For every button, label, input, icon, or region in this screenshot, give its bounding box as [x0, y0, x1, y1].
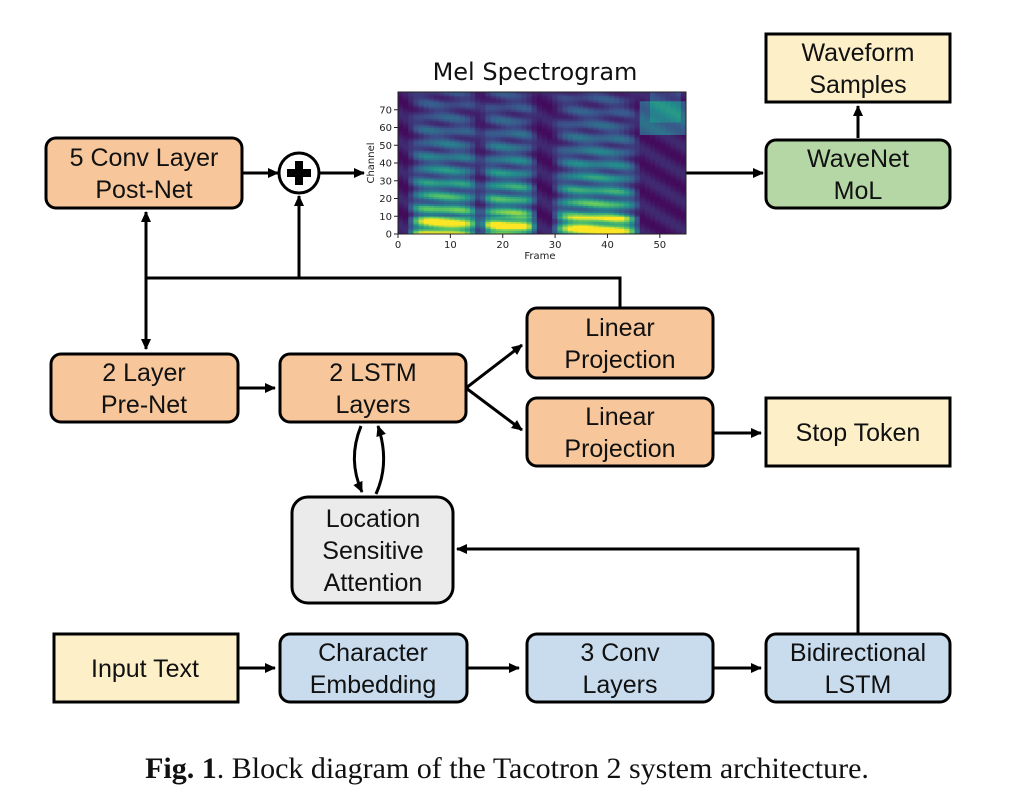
spectrogram-xtick-label: 50 [653, 240, 666, 251]
block-bilstm: Bidirectional LSTM [764, 632, 952, 704]
spectrogram-ylabel: Channel [366, 142, 377, 183]
block-prenet: 2 Layer Pre-Net [49, 352, 240, 424]
caption-text: . Block diagram of the Tacotron 2 system… [216, 752, 869, 785]
block-conv3-line2: Layers [582, 671, 657, 699]
block-prenet-line1: 2 Layer [102, 359, 185, 387]
caption-label: Fig. 1 [145, 752, 217, 785]
spectrogram-title: Mel Spectrogram [433, 58, 638, 86]
block-wavenet-line2: MoL [834, 177, 883, 205]
block-input-text: Input Text [52, 632, 240, 704]
spectrogram-xlabel: Frame [524, 251, 555, 262]
block-postnet-line1: 5 Conv Layer [70, 144, 219, 172]
block-waveform-line2: Samples [809, 71, 906, 99]
block-linear-top-line1: Linear [585, 314, 655, 342]
spectrogram-ytick-label: 70 [379, 105, 392, 116]
spectrogram-ytick-label: 30 [379, 176, 392, 187]
spectrogram-ytick-label: 50 [379, 141, 392, 152]
block-lstm-line2: Layers [335, 391, 410, 419]
spectrogram-xtick-label: 0 [395, 240, 401, 251]
block-char-embedding: Character Embedding [278, 632, 469, 704]
block-waveform: Waveform Samples [764, 32, 952, 104]
line-linear-to-bus [146, 276, 622, 308]
arrow-lstm-to-attention [352, 425, 364, 493]
block-bilstm-line2: LSTM [825, 671, 892, 699]
block-attention-line1: Location [326, 505, 421, 533]
spectrogram-ytick-label: 60 [379, 123, 392, 134]
figure-caption: Fig. 1. Block diagram of the Tacotron 2 … [0, 752, 1014, 786]
spectrogram-y-ticks: 0 10 20 30 40 50 60 70 [379, 105, 398, 241]
block-linear-bottom-line2: Projection [564, 435, 675, 463]
spectrogram-ytick-label: 0 [386, 230, 392, 241]
block-char-embedding-line1: Character [318, 639, 428, 667]
mel-spectrogram: Mel Spectrogram 0 10 20 30 40 50 0 10 20 30 40 50 6… [366, 58, 687, 262]
arrow-lstm-to-linear-bottom [465, 386, 523, 432]
arrow-lstm-to-linear-top [465, 343, 523, 390]
block-lstm-line1: 2 LSTM [329, 359, 417, 387]
block-postnet-line2: Post-Net [95, 176, 192, 204]
block-attention: Location Sensitive Attention [290, 495, 455, 605]
block-linear-top-line2: Projection [564, 346, 675, 374]
spectrogram-ytick-label: 10 [379, 212, 392, 223]
block-bilstm-line1: Bidirectional [790, 639, 926, 667]
sum-node [277, 151, 321, 195]
block-prenet-line2: Pre-Net [101, 391, 187, 419]
block-input-text-label: Input Text [91, 655, 199, 683]
block-waveform-line1: Waveform [802, 39, 915, 67]
arrow-attention-to-lstm [374, 425, 386, 495]
block-wavenet: WaveNet MoL [764, 138, 952, 210]
block-conv3: 3 Conv Layers [525, 632, 715, 704]
block-attention-line3: Attention [324, 569, 423, 597]
block-char-embedding-line2: Embedding [310, 671, 436, 699]
block-wavenet-line1: WaveNet [807, 145, 909, 173]
block-lstm: 2 LSTM Layers [278, 352, 468, 424]
spectrogram-xtick-label: 20 [496, 240, 509, 251]
block-conv3-line1: 3 Conv [580, 639, 660, 667]
connections [141, 105, 863, 673]
spectrogram-xtick-label: 10 [444, 240, 457, 251]
block-linear-bottom: Linear Projection [525, 396, 715, 468]
spectrogram-xtick-label: 40 [601, 240, 614, 251]
block-attention-line2: Sensitive [322, 537, 423, 565]
block-linear-top: Linear Projection [525, 306, 715, 380]
spectrogram-ytick-label: 40 [379, 159, 392, 170]
spectrogram-ytick-label: 20 [379, 194, 392, 205]
spectrogram-xtick-label: 30 [549, 240, 562, 251]
spectrogram-image [398, 92, 687, 235]
block-linear-bottom-line1: Linear [585, 403, 655, 431]
block-stop-token: Stop Token [764, 396, 952, 468]
arrow-bilstm-to-attention [456, 544, 860, 634]
block-postnet: 5 Conv Layer Post-Net [44, 136, 244, 210]
spectrogram-x-ticks: 0 10 20 30 40 50 [395, 234, 666, 251]
block-stop-token-label: Stop Token [796, 419, 921, 447]
